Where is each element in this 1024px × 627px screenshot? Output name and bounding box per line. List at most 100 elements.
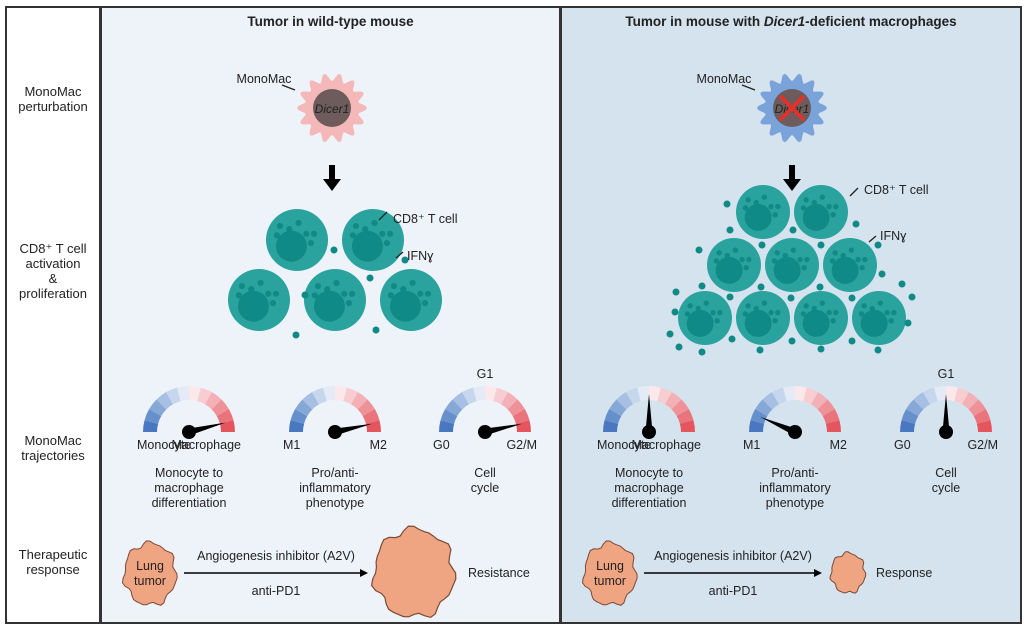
t-cell-granule xyxy=(745,197,751,203)
gauge-segment xyxy=(671,399,689,416)
ifng-dot xyxy=(372,326,380,334)
t-cell-leader-line xyxy=(378,211,388,221)
gauge-segment xyxy=(749,420,765,432)
gauge-caption: differentiation xyxy=(612,496,687,510)
t-cell-granule xyxy=(362,226,369,233)
t-cell-label: CD8⁺ T cell xyxy=(864,183,929,197)
t-cell-label: CD8⁺ T cell xyxy=(393,212,458,226)
t-cell-granule xyxy=(732,247,739,253)
gauge-hub xyxy=(478,425,492,439)
gauge-segment xyxy=(762,392,779,410)
t-cell-granule xyxy=(684,311,691,317)
t-cell-granule xyxy=(310,230,318,237)
gauge-caption: Pro/anti- xyxy=(771,466,818,480)
t-cell-granule xyxy=(424,290,432,297)
gauge-segment xyxy=(473,386,485,402)
t-cell-granule xyxy=(257,279,264,287)
resistant-tumor-icon xyxy=(370,525,457,619)
gauge-segment xyxy=(205,392,222,410)
t-cell-granule xyxy=(753,305,759,312)
gauge-left-label: M1 xyxy=(283,438,300,452)
t-cell-granule xyxy=(833,203,839,210)
t-cell-granule xyxy=(775,309,781,316)
gauge-segment xyxy=(149,399,167,416)
ifng-label: IFNɣ xyxy=(880,229,907,243)
t-cell-granule xyxy=(417,290,424,297)
t-cell-granule xyxy=(421,300,429,307)
gauge-left-label: Monocyte xyxy=(597,438,651,452)
gauge-segment xyxy=(445,399,463,416)
cd8-t-cell xyxy=(342,209,404,271)
t-cell-nucleus xyxy=(860,309,888,337)
row-labels-column: MonoMac perturbation CD8⁺ T cell activat… xyxy=(5,6,101,624)
outcome-label: Resistance xyxy=(468,566,530,580)
gauge-segment xyxy=(783,386,795,402)
gauge-segment xyxy=(906,399,924,416)
cd8-t-cell xyxy=(228,269,290,331)
t-cell-granule xyxy=(790,247,797,253)
gauge-caption: inflammatory xyxy=(299,481,371,495)
arrow-head-icon xyxy=(360,569,368,577)
t-cell-granule xyxy=(311,292,318,299)
gauge-segment xyxy=(946,386,958,402)
ifng-dot xyxy=(675,343,683,351)
gauge-segment xyxy=(609,399,627,416)
t-cell-granule xyxy=(891,309,897,316)
gauge-segment xyxy=(501,392,518,410)
t-cell-granule xyxy=(800,205,807,211)
cd8-t-cell xyxy=(380,269,442,331)
t-cell-granule xyxy=(884,309,890,316)
t-cell-granule xyxy=(797,256,803,263)
gauge-segment xyxy=(512,409,530,424)
row-label-line: response xyxy=(26,562,80,577)
lung-tumor-icon xyxy=(121,540,178,606)
t-cell-granule xyxy=(235,292,242,299)
t-cell-nucleus xyxy=(715,256,743,284)
ifng-dot xyxy=(366,274,374,282)
monomac-cell: Dicer1 xyxy=(297,73,367,143)
cd8-t-cell xyxy=(707,238,761,292)
gauge-segment xyxy=(343,387,358,405)
t-cell-granule xyxy=(861,303,867,309)
panel-title: Tumor in mouse with Dicer1-deficient mac… xyxy=(562,14,1020,29)
gauge-segment xyxy=(197,387,212,405)
ifng-dot xyxy=(757,283,765,291)
t-cell-granule xyxy=(746,256,752,263)
t-cell-granule xyxy=(819,194,826,200)
t-cell-granule xyxy=(811,305,817,312)
t-cell-granule xyxy=(888,318,894,324)
gauge-caption: Cell xyxy=(474,466,496,480)
gauge-right-label: Macrophage xyxy=(172,438,242,452)
t-cell-granule xyxy=(341,290,348,297)
ifng-dot xyxy=(726,226,734,234)
t-cell-granule xyxy=(710,309,716,316)
t-cell-granule xyxy=(295,219,302,227)
gauge-segment xyxy=(923,387,938,405)
gauge-segment xyxy=(934,386,946,402)
t-cell-granule xyxy=(800,311,807,317)
t-cell-nucleus xyxy=(389,290,421,322)
t-cell-granule xyxy=(801,265,807,271)
t-cell-granule xyxy=(713,258,720,264)
t-cell-granule xyxy=(248,286,255,293)
t-cell-granule xyxy=(761,300,768,306)
ifng-dot xyxy=(848,337,856,345)
ifng-dot xyxy=(695,246,703,254)
t-cell-granule xyxy=(869,305,875,312)
gauge-segment xyxy=(289,420,305,432)
t-cell-granule xyxy=(714,318,720,324)
t-cell-granule xyxy=(858,311,865,317)
t-cell-granule xyxy=(269,300,277,307)
t-cell-cluster xyxy=(228,209,442,339)
lung-tumor-label: Lung xyxy=(136,559,164,573)
row-label-perturbation: MonoMac perturbation xyxy=(7,84,99,114)
t-cell-granule xyxy=(804,256,810,263)
ifng-dot xyxy=(904,319,912,327)
gauge-segment xyxy=(665,392,682,410)
monomac-cell: Dicer1 xyxy=(757,73,827,143)
t-cell-granule xyxy=(742,311,749,317)
t-cell-granule xyxy=(753,199,759,206)
row-label-line: trajectories xyxy=(21,448,85,463)
ifng-dot xyxy=(852,220,860,228)
